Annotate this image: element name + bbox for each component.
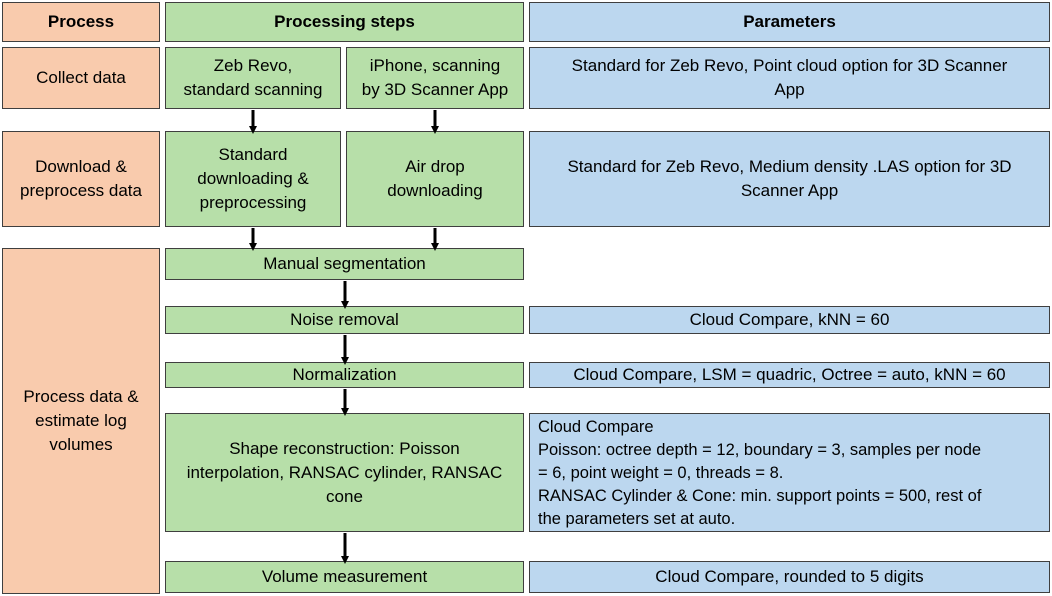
step-standard-downloading: Standard downloading & preprocessing <box>165 131 341 227</box>
header-process: Process <box>2 2 160 42</box>
step-volume-measurement: Volume measurement <box>165 561 524 593</box>
param-collect-data: Standard for Zeb Revo, Point cloud optio… <box>529 47 1050 109</box>
header-parameters: Parameters <box>529 2 1050 42</box>
param-noise-removal: Cloud Compare, kNN = 60 <box>529 306 1050 334</box>
param-volume-measurement: Cloud Compare, rounded to 5 digits <box>529 561 1050 593</box>
process-estimate-volumes: Process data & estimate log volumes <box>2 248 160 594</box>
step-shape-reconstruction: Shape reconstruction: Poisson interpolat… <box>165 413 524 532</box>
header-processing-steps: Processing steps <box>165 2 524 42</box>
process-collect-data: Collect data <box>2 47 160 109</box>
step-air-drop-downloading: Air drop downloading <box>346 131 524 227</box>
step-manual-segmentation: Manual segmentation <box>165 248 524 280</box>
process-download-preprocess: Download & preprocess data <box>2 131 160 227</box>
step-iphone-scanning: iPhone, scanning by 3D Scanner App <box>346 47 524 109</box>
step-zeb-revo-scanning: Zeb Revo, standard scanning <box>165 47 341 109</box>
param-shape-reconstruction: Cloud Compare Poisson: octree depth = 12… <box>529 413 1050 532</box>
param-normalization: Cloud Compare, LSM = quadric, Octree = a… <box>529 362 1050 388</box>
param-download-preprocess: Standard for Zeb Revo, Medium density .L… <box>529 131 1050 227</box>
step-noise-removal: Noise removal <box>165 306 524 334</box>
